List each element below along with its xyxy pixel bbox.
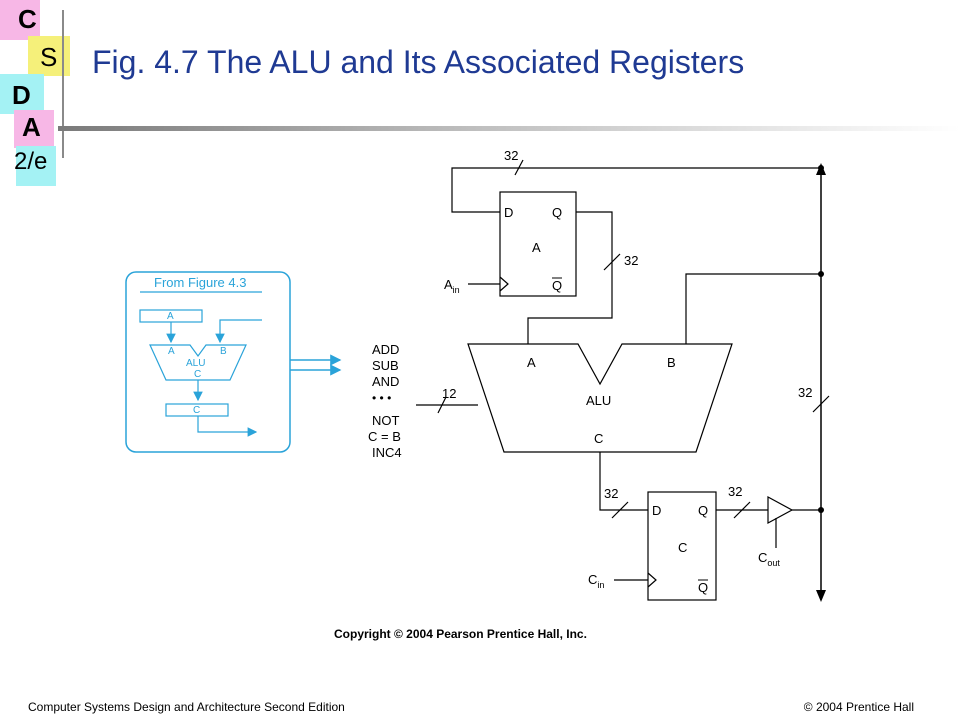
- logo-cyan-square: [0, 74, 44, 114]
- register-a-name: A: [532, 240, 541, 255]
- inset-frame: [125, 271, 291, 453]
- bus-right-slash: [812, 395, 830, 413]
- logo-edition: 2/e: [14, 148, 48, 175]
- c-in-label: Cin: [588, 572, 604, 590]
- alu-out-slash: [611, 501, 629, 519]
- reg-a-q-width: 32: [624, 253, 638, 268]
- alu-output-c-label: C: [594, 431, 603, 446]
- bus-top-slash: [514, 159, 524, 176]
- bus-arrow-down: [816, 590, 826, 602]
- control-signal-3: NOT: [372, 413, 400, 428]
- register-c-d: D: [652, 503, 661, 518]
- control-bus-width: 12: [442, 386, 456, 401]
- title-rule: [58, 126, 960, 131]
- inset-alu-b: B: [220, 346, 227, 357]
- register-a-box: [499, 191, 577, 297]
- alu-name: ALU: [586, 393, 611, 408]
- logo-pink-square-2: [14, 110, 54, 148]
- reg-a-q-to-alu-a: [527, 211, 613, 344]
- inset-heading: From Figure 4.3: [154, 275, 246, 290]
- register-c-name: C: [678, 540, 687, 555]
- inset-alu-c: C: [194, 369, 201, 380]
- control-signal-4: C = B: [368, 429, 401, 444]
- register-c-clock-symbol: [647, 572, 657, 588]
- control-signal-1: SUB: [372, 358, 399, 373]
- control-signal-2: AND: [372, 374, 399, 389]
- alu-input-b-label: B: [667, 355, 676, 370]
- tri-state-buffer: [767, 495, 794, 525]
- control-signal-5: INC4: [372, 445, 402, 460]
- register-c: D Q C Q: [647, 491, 717, 601]
- alu-input-a-label: A: [527, 355, 536, 370]
- bus-top-width: 32: [504, 148, 518, 163]
- alu-shape: [467, 343, 733, 453]
- reg-c-q-slash: [733, 501, 751, 519]
- alu-unit: A B ALU C: [467, 343, 733, 453]
- inset-alu-name: ALU: [186, 358, 205, 369]
- a-in-label: Ain: [444, 277, 460, 295]
- bus-right-width: 32: [798, 385, 812, 400]
- c-out-label: Cout: [758, 550, 780, 568]
- inset-register-c: [165, 403, 229, 417]
- control-signal-0: ADD: [372, 342, 399, 357]
- logo-letter-s: S: [40, 42, 58, 72]
- control-signal-list: ADD SUB AND • • • NOT C = B INC4: [368, 342, 402, 460]
- logo-cyan-square-2: [16, 146, 56, 186]
- inset-alu-a: A: [168, 346, 175, 357]
- register-a: D Q A Q: [499, 191, 577, 297]
- logo-letter-a: A: [22, 112, 41, 142]
- alu-out-width: 32: [604, 486, 618, 501]
- inset-register-c-label: C: [193, 405, 200, 416]
- bus-to-reg-a: [451, 167, 821, 213]
- figure-copyright: Copyright © 2004 Pearson Prentice Hall, …: [334, 627, 587, 641]
- register-c-q: Q: [698, 503, 708, 518]
- bus-to-alu-b: [685, 273, 821, 344]
- register-c-box: [647, 491, 717, 601]
- reg-a-q-slash: [603, 253, 621, 271]
- inset-figure: From Figure 4.3 A A B ALU C C: [125, 271, 342, 453]
- register-a-q: Q: [552, 205, 562, 220]
- register-a-clock-symbol: [499, 276, 509, 292]
- logo-vertical-rule: [62, 10, 64, 158]
- register-a-qbar: Q: [552, 278, 562, 293]
- logo-pink-square: [0, 0, 40, 40]
- register-c-qbar: Q: [698, 580, 708, 595]
- inset-register-a-label: A: [167, 311, 174, 322]
- inset-c-out: [197, 416, 258, 437]
- control-bus-slash: [437, 396, 447, 414]
- control-dots: • • •: [372, 391, 391, 405]
- footer-right: © 2004 Prentice Hall: [803, 700, 914, 714]
- inset-alu-shape: [149, 344, 247, 381]
- inset-bus-to-b: [215, 319, 262, 344]
- logo-letter-d: D: [12, 80, 31, 110]
- footer-left: Computer Systems Design and Architecture…: [28, 700, 345, 714]
- register-a-d: D: [504, 205, 513, 220]
- reg-c-q-width: 32: [728, 484, 742, 499]
- logo-letter-c: C: [18, 4, 37, 34]
- slide-title: Fig. 4.7 The ALU and Its Associated Regi…: [92, 44, 745, 80]
- alu-to-reg-c: [599, 452, 648, 511]
